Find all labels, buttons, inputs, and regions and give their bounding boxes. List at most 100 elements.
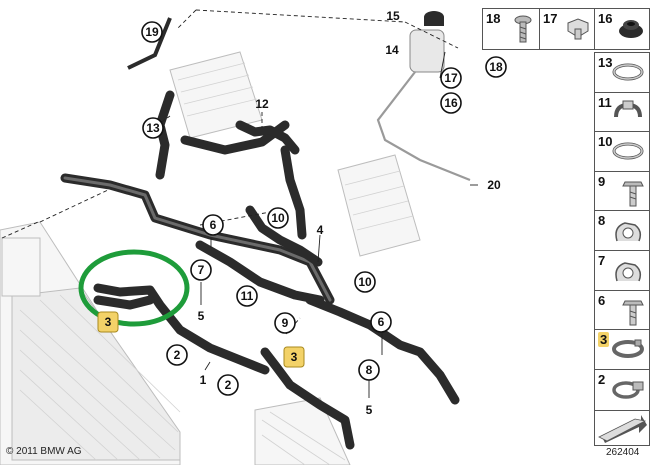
part-cell-13: 13 [594,52,650,94]
part-number: 3 [598,332,610,347]
metal-pipe [376,71,471,182]
callout-label: 19 [145,25,159,39]
callout-label: 9 [282,316,289,330]
holder-icon [611,257,645,292]
callout-circle [267,207,289,229]
callout-1: 1 [200,373,207,387]
part-number: 13 [598,55,613,70]
callout-circle [202,214,224,236]
callout-circle [217,374,239,396]
callout-4: 4 [317,223,324,237]
hose-clamp-icon [611,138,645,167]
callout-label: 14 [385,43,399,57]
part-cell-17: 17 [539,8,597,50]
part-cell-3: 3 [594,329,650,371]
callout-circle [141,21,163,43]
diagram-number: 262404 [606,447,640,458]
highlight-ring [78,249,190,327]
copyright-text: © 2011 BMW AG [6,446,82,457]
callout-label: 5 [366,403,373,417]
expansion-tank [409,11,445,73]
callout-7: 7 [190,259,212,281]
part-number: 7 [598,253,606,268]
intercooler-right [337,154,421,257]
callout-19: 19 [141,21,163,43]
callout-3: 3 [97,311,119,333]
callout-circle [358,359,380,381]
callout-circle [274,312,296,334]
part-cell-2: 2 [594,369,650,411]
callout-20: 20 [487,178,501,192]
callout-circle [142,117,164,139]
part-number: 18 [486,11,501,26]
radiator [0,221,181,465]
callout-2: 2 [217,374,239,396]
callout-label: 17 [444,71,458,85]
part-cell-7: 7 [594,250,650,292]
part-cell-18: 18 [482,8,540,50]
callout-10: 10 [354,271,376,293]
callout-5: 5 [198,309,205,323]
callout-label: 6 [210,218,217,232]
callout-10: 10 [267,207,289,229]
callout-label: 10 [271,211,285,225]
callout-label: 1 [200,373,207,387]
callout-circle [485,56,507,78]
callout-3: 3 [283,346,305,368]
bolt-icon [621,297,645,334]
screw-icon [511,15,535,50]
spring-clamp-icon [611,336,645,365]
holder-icon [611,217,645,252]
callout-highlight-box [283,346,305,368]
callout-11: 11 [236,285,258,307]
callout-label: 13 [146,121,160,135]
callout-16: 16 [440,92,462,114]
hose-clamp-icon [611,59,645,88]
callout-label: 3 [105,315,112,329]
callout-label: 15 [386,9,400,23]
callout-14: 14 [385,43,399,57]
part-cell-8: 8 [594,210,650,252]
part-number: 9 [598,174,606,189]
callout-label: 4 [317,223,324,237]
callout-label: 5 [198,309,205,323]
callout-circle [354,271,376,293]
callout-5: 5 [366,403,373,417]
callout-17: 17 [440,67,462,89]
callout-6: 6 [202,214,224,236]
callout-circle [190,259,212,281]
callout-label: 7 [198,263,205,277]
callout-circle [370,311,392,333]
part-number: 16 [598,11,613,26]
callout-label: 8 [366,363,373,377]
hose-clip-icon [611,99,645,130]
callout-13: 13 [142,117,164,139]
callout-12: 12 [255,97,269,111]
callout-label: 6 [378,315,385,329]
callout-18: 18 [485,56,507,78]
bolt-icon [621,178,645,215]
callout-highlight-box [97,311,119,333]
part-cell-16: 16 [594,8,650,50]
callout-circle [166,344,188,366]
part-cell-9: 9 [594,171,650,213]
callout-label: 3 [291,350,298,364]
part-number: 8 [598,213,606,228]
part-number: 10 [598,134,613,149]
clip-icon [564,15,592,46]
auxiliary-radiator [254,397,351,465]
callout-label: 16 [444,96,458,110]
hoses [60,17,460,450]
callout-6: 6 [370,311,392,333]
part-number: 11 [598,95,612,110]
part-cell-6: 6 [594,290,650,332]
callout-9: 9 [274,312,296,334]
callout-label: 12 [255,97,269,111]
part-cell-10: 10 [594,131,650,173]
part-number: 6 [598,293,606,308]
callout-label: 2 [174,348,181,362]
callout-label: 18 [489,60,503,74]
callout-label: 20 [487,178,501,192]
callout-8: 8 [358,359,380,381]
